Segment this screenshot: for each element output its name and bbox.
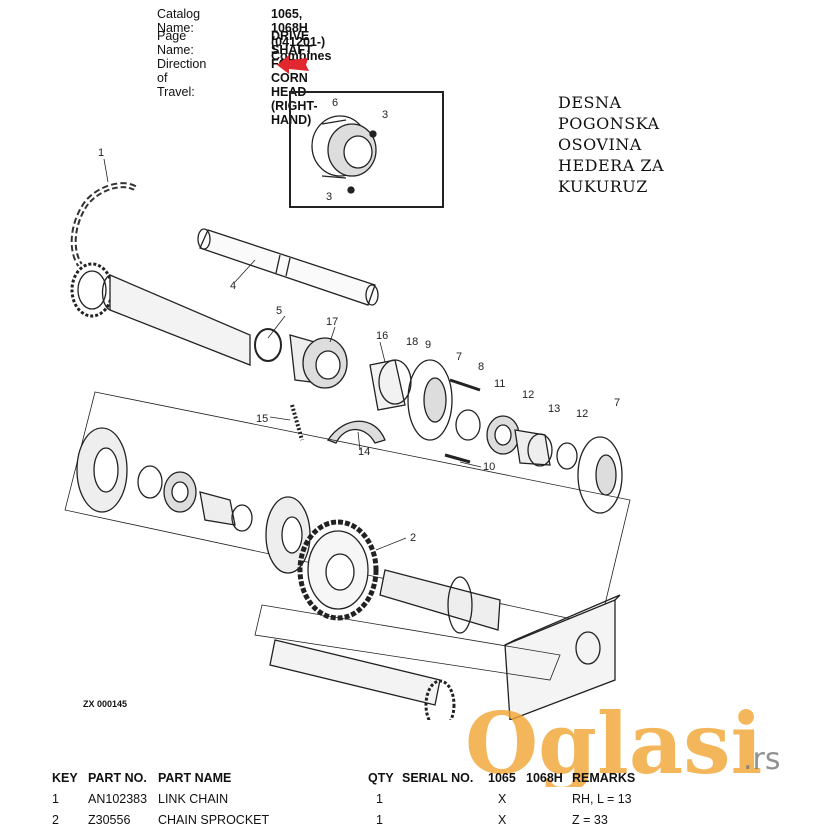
inset-collar	[311, 115, 377, 194]
col-part-name: PART NAME	[158, 771, 232, 785]
col-key: KEY	[52, 771, 78, 785]
travel-label: Direction of Travel:	[157, 57, 207, 99]
table-header-row: KEY PART NO. PART NAME QTY SERIAL NO. 10…	[0, 771, 836, 789]
chain-sprocket-2	[297, 519, 379, 621]
callout-1: 1	[98, 147, 104, 159]
bushing-17	[369, 359, 412, 411]
cell-key: 1	[52, 792, 59, 806]
callout-13: 12	[522, 389, 534, 401]
logo-text: Oglasi	[465, 697, 762, 787]
cell-qty: 1	[376, 813, 383, 827]
col-1065: 1065	[488, 771, 516, 785]
cell-part-no: Z30556	[88, 813, 131, 827]
gearbox-housing	[504, 594, 621, 720]
flange-7-right	[577, 436, 623, 514]
col-1068h: 1068H	[526, 771, 563, 785]
shaft-sprocket	[70, 262, 114, 318]
callout-6: 6	[332, 97, 338, 109]
callout-3: 3	[382, 109, 388, 121]
cell-qty: 1	[376, 792, 383, 806]
table-row: 2 Z30556 CHAIN SPROCKET 1 X Z = 33	[0, 813, 836, 831]
annotation-line: HEDERA ZA	[558, 156, 664, 175]
callout-18: 17	[326, 316, 338, 328]
annotation-line: KUKURUZ	[558, 177, 648, 196]
callout-7: 7	[456, 351, 462, 363]
catalog-value: 1065, 1068H (041201-) Combines	[271, 7, 332, 63]
page-name-label: Page Name:	[157, 29, 194, 57]
cell-key: 2	[52, 813, 59, 827]
sleeve-14	[514, 429, 553, 467]
callout-14: 13	[548, 403, 560, 415]
col-serial-no: SERIAL NO.	[402, 771, 474, 785]
cell-part-name: CHAIN SPROCKET	[158, 813, 270, 827]
cell-part-no: AN102383	[88, 792, 148, 806]
flange-7	[407, 359, 453, 441]
direction-arrow-icon	[277, 55, 309, 74]
bearing-13	[486, 415, 520, 455]
callout-9: 9	[425, 339, 431, 351]
callout-7b: 7	[614, 397, 620, 409]
callout-17: 16	[376, 330, 388, 342]
link-chain	[70, 182, 137, 267]
col-part-no: PART NO.	[88, 771, 147, 785]
cell-remarks: RH, L = 13	[572, 792, 632, 806]
callout-12b: 12	[576, 408, 588, 420]
catalog-label: Catalog Name:	[157, 7, 201, 35]
collar-18	[289, 334, 348, 389]
lower-flange-left	[76, 427, 128, 513]
cell-1065: X	[498, 792, 507, 806]
bearing-lower	[163, 471, 197, 513]
callout-2: 2	[410, 532, 416, 544]
callout-11: 10	[483, 461, 495, 473]
lower-flange-right	[265, 496, 311, 574]
cell-remarks: Z = 33	[572, 813, 608, 827]
serbian-annotation: DESNA POGONSKA OSOVINA HEDERA ZA KUKURUZ	[558, 92, 664, 197]
callout-12: 11	[494, 378, 505, 390]
exploded-parts-diagram: 1 2 3 3 4 5 6 7 7 8 9 10 11 12 12 13 14 …	[64, 91, 631, 720]
oglasi-logo: Oglasi .rs	[465, 697, 781, 787]
callout-3b: 3	[326, 191, 332, 203]
annotation-line: POGONSKA	[558, 114, 660, 133]
diagram-reference-code: ZX 000145	[83, 699, 128, 709]
callout-15: 14	[358, 446, 370, 458]
cell-part-name: LINK CHAIN	[158, 792, 229, 806]
callout-4: 4	[230, 280, 236, 292]
callout-5: 5	[276, 305, 282, 317]
annotation-line: DESNA	[558, 93, 622, 112]
callout-10: 18	[406, 336, 418, 348]
col-qty: QTY	[368, 771, 394, 785]
annotation-line: OSOVINA	[558, 135, 642, 154]
logo-suffix: .rs	[743, 742, 781, 777]
callout-16: 15	[256, 413, 268, 425]
table-row: 1 AN102383 LINK CHAIN 1 X RH, L = 13	[0, 792, 836, 810]
tube-shaft-4	[197, 228, 379, 306]
inset-box	[289, 91, 444, 208]
col-remarks: REMARKS	[572, 771, 636, 785]
callout-8: 8	[478, 361, 484, 373]
cell-1065: X	[498, 813, 507, 827]
